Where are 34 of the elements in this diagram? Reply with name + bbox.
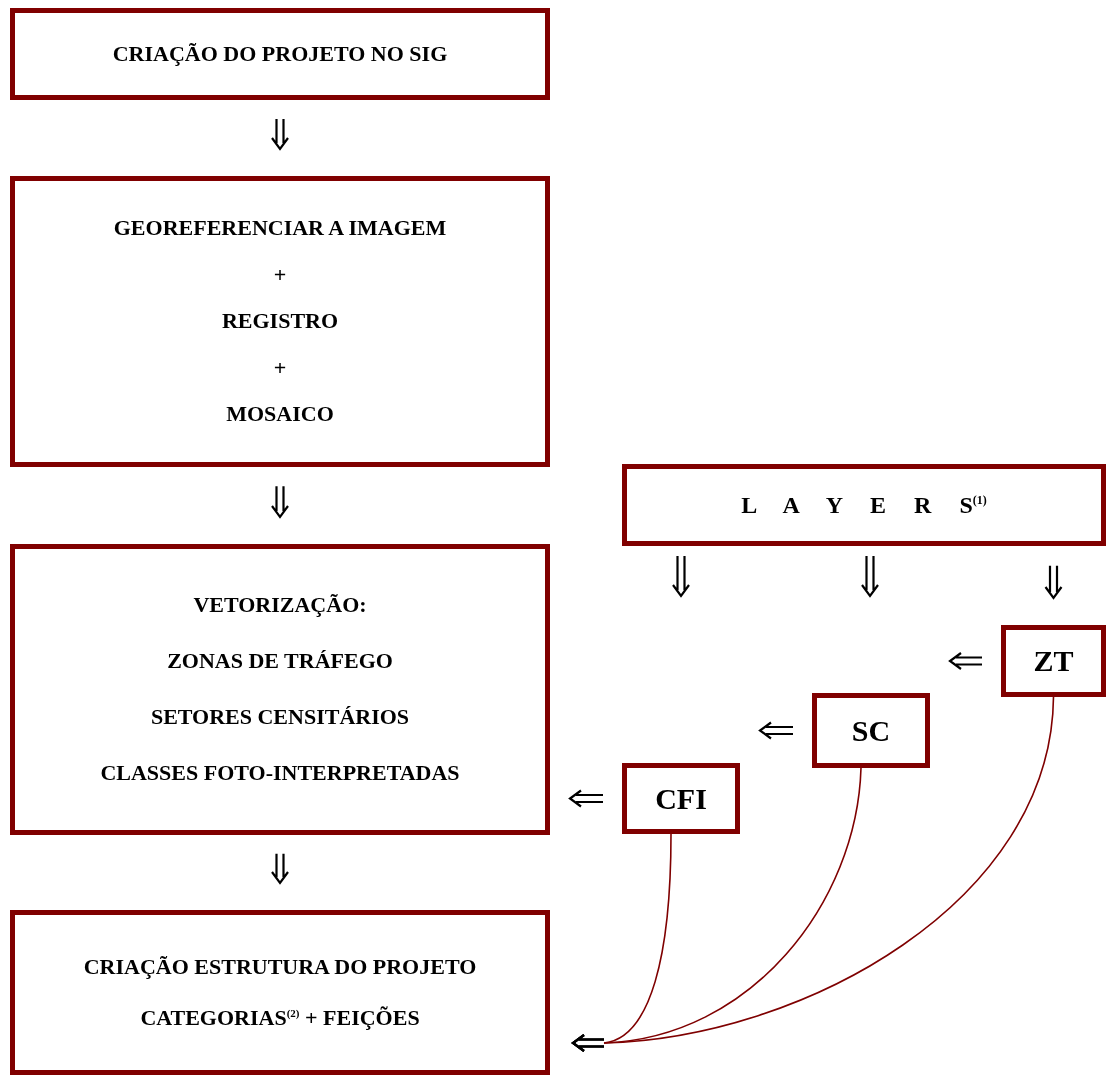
box-text: REGISTRO	[221, 308, 339, 335]
box-text: GEOREFERENCIAR A IMAGEM	[113, 215, 447, 242]
double-arrow	[948, 651, 984, 671]
double-arrow	[568, 789, 605, 808]
box-text: +	[273, 261, 287, 289]
process-box	[10, 8, 550, 100]
box-text: CRIAÇÃO DO PROJETO NO SIG	[112, 40, 448, 68]
double-arrow	[1044, 564, 1063, 600]
process-box	[622, 763, 740, 834]
box-text: ZT	[1033, 643, 1074, 679]
double-arrow	[270, 485, 290, 519]
box-text: CATEGORIAS$^{(2)}$ + FEIÇÕES	[140, 1004, 420, 1032]
box-text: SC	[851, 712, 891, 749]
process-box	[1001, 625, 1106, 697]
box-text: ZONAS DE TRÁFEGO	[167, 648, 393, 675]
process-box	[812, 693, 930, 768]
box-text: CLASSES FOTO-INTERPRETADAS	[100, 760, 460, 787]
box-text: L A Y E R S$^{(1)}$	[741, 490, 987, 520]
process-box	[10, 910, 550, 1075]
double-arrow	[270, 117, 290, 151]
process-box	[622, 464, 1106, 546]
box-text: CRIAÇÃO ESTRUTURA DO PROJETO	[83, 953, 477, 981]
double-arrow	[758, 721, 795, 740]
box-text: CFI	[655, 780, 707, 817]
process-box	[10, 544, 550, 835]
process-box	[10, 176, 550, 467]
curved-arrow	[571, 696, 1055, 1053]
box-text: SETORES CENSITÁRIOS	[150, 704, 410, 731]
box-text: +	[273, 354, 287, 382]
double-arrow	[860, 554, 880, 598]
double-arrow	[270, 852, 290, 885]
double-arrow	[671, 554, 691, 598]
box-text: VETORIZAÇÃO:	[193, 592, 367, 619]
box-text: MOSAICO	[226, 401, 334, 428]
